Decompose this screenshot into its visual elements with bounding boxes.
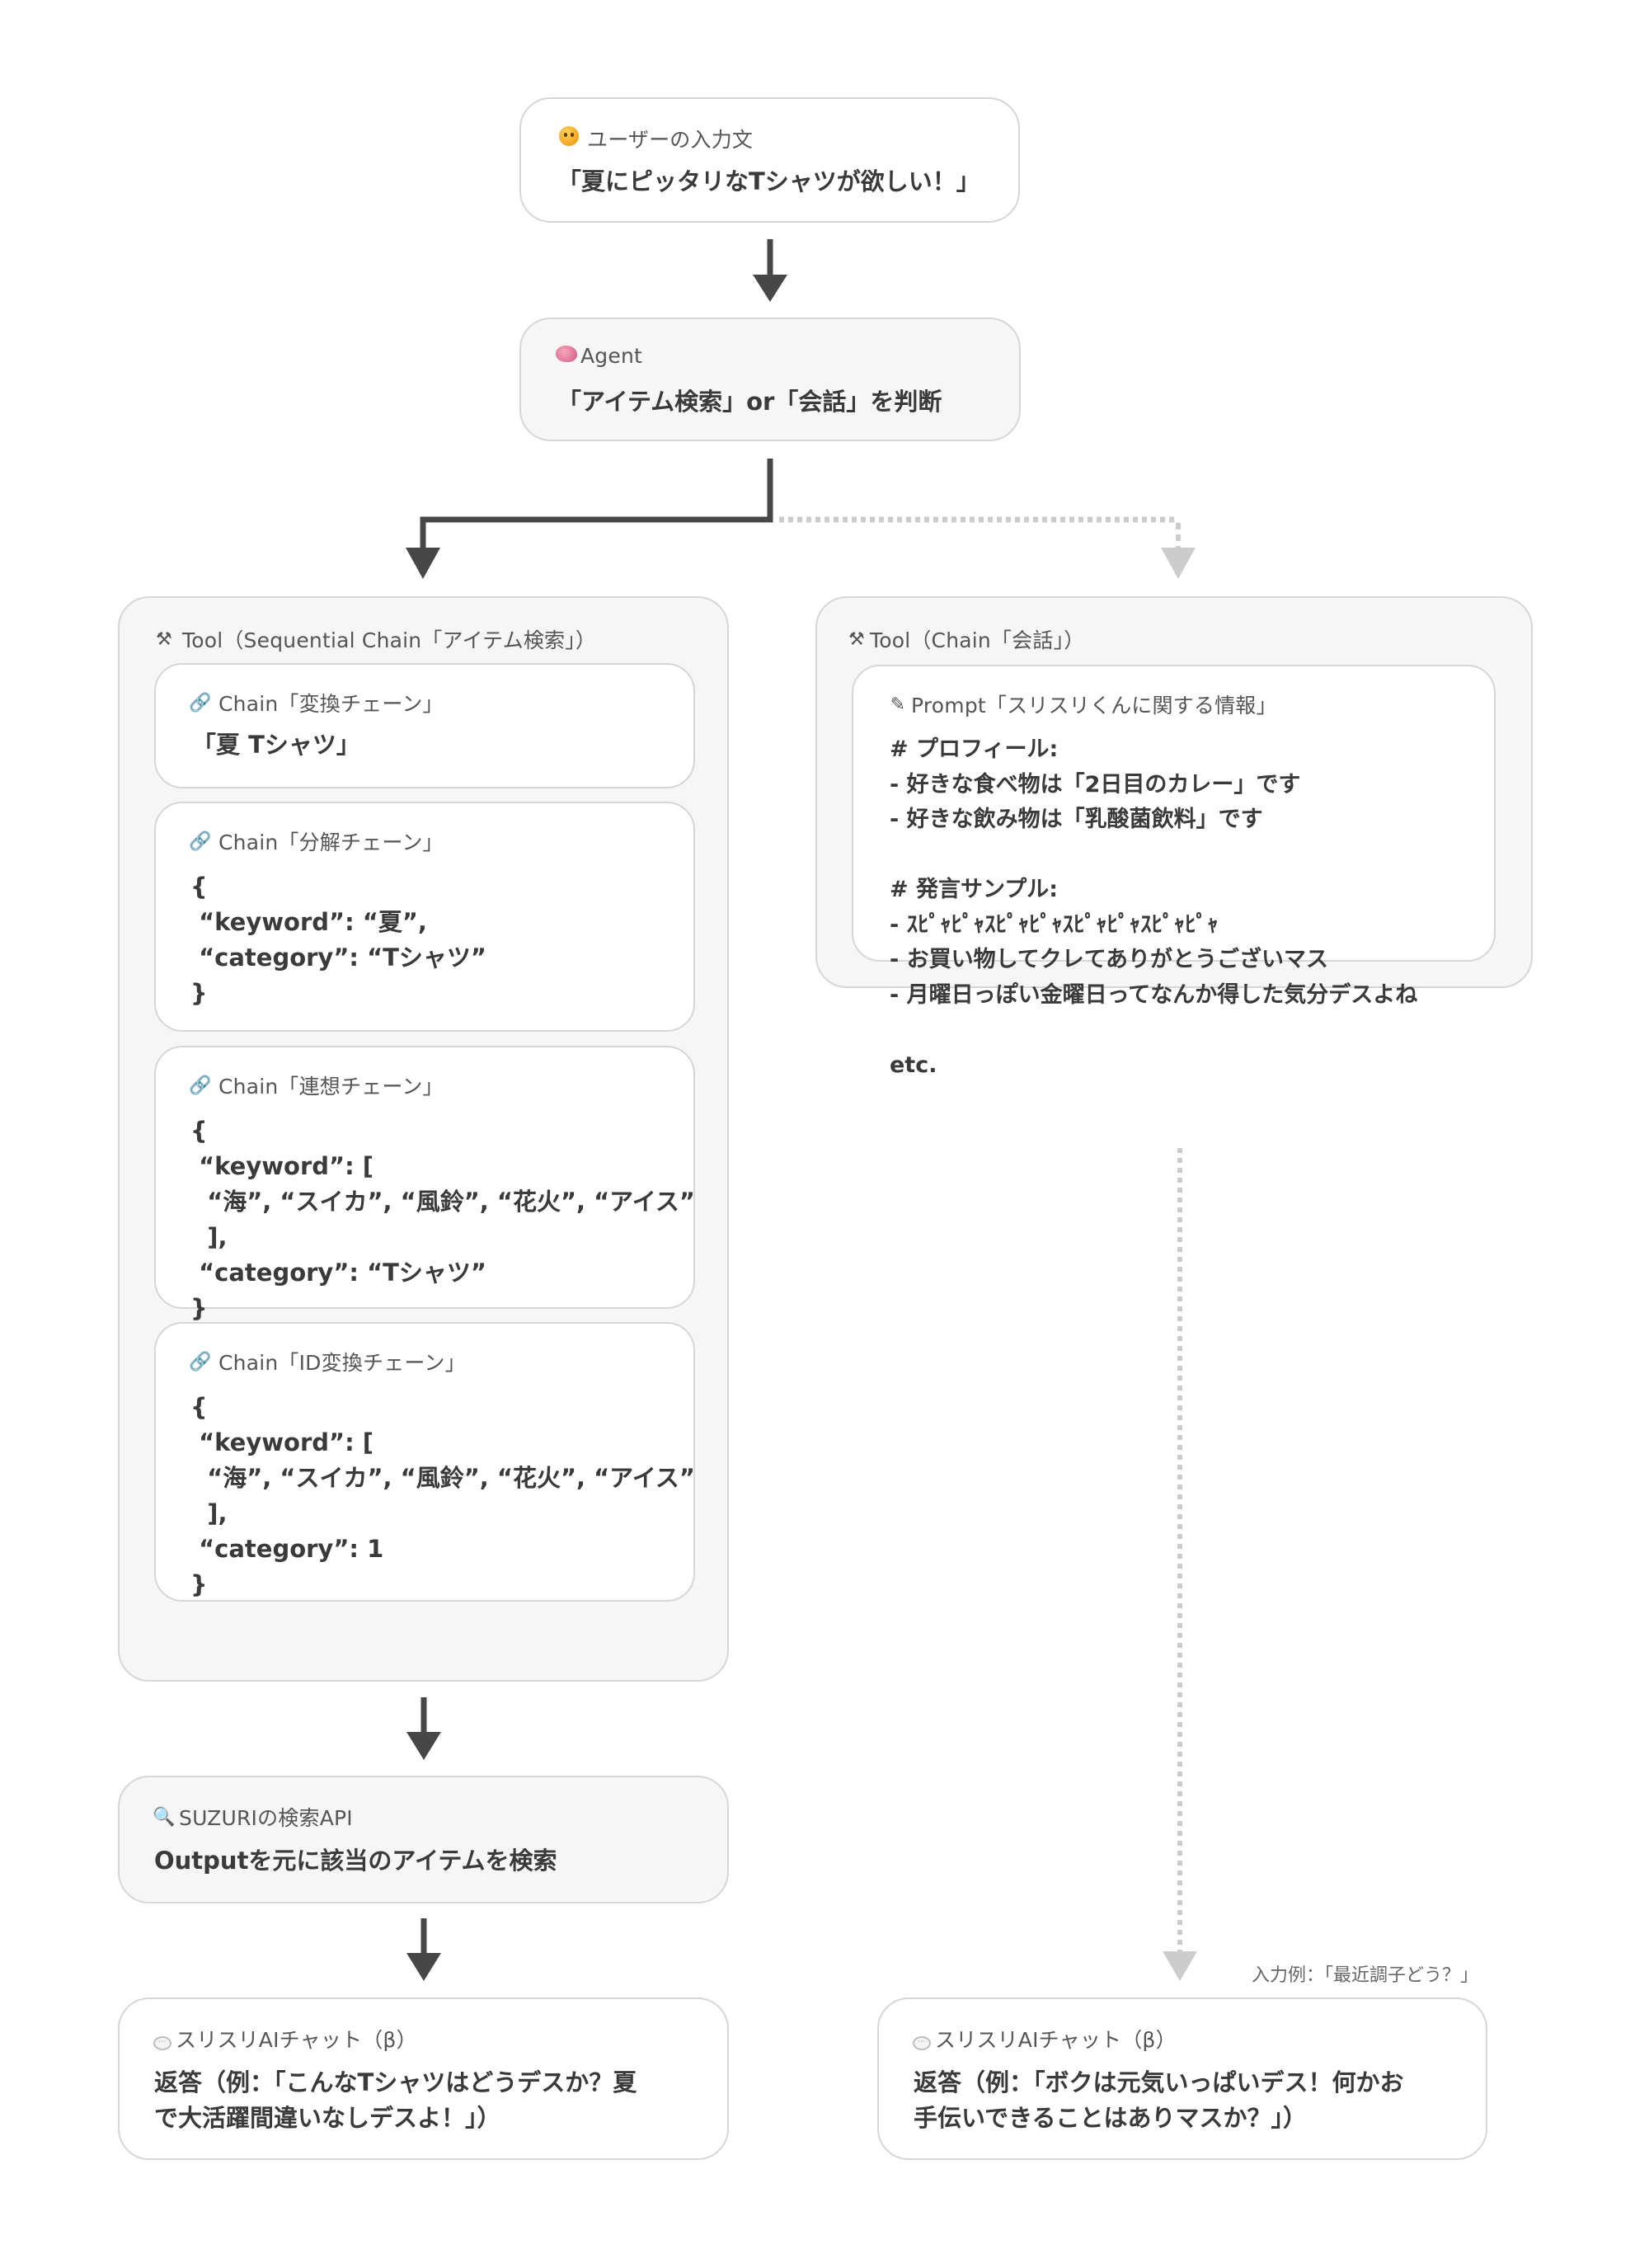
chain-decompose-header: 🔗 Chain「分解チェーン」 [189,826,444,856]
shushing-face-icon [557,126,580,151]
chain-associate-node: 🔗 Chain「連想チェーン」 { “keyword”: [ “海”, “スイカ… [154,1046,695,1322]
chain-decompose-label: Chain「分解チェーン」 [218,831,444,854]
chat-result-talk-label: スリスリAIチャット（β） [935,2028,1177,2052]
search-tool-header: ⚒ Tool（Sequential Chain「アイテム検索」） [153,624,596,654]
agent-node: Agent 「アイテム検索」or「会話」を判断 [519,318,1021,441]
chain-convert-node: 🔗 Chain「変換チェーン」 「夏 Tシャツ」 [154,663,695,788]
chain-convert-label: Chain「変換チェーン」 [218,692,444,716]
chain-associate-label: Chain「連想チェーン」 [218,1075,444,1099]
search-tool-label: Tool（Sequential Chain「アイテム検索」） [182,628,597,652]
chat-result-search-header: ··· スリスリAIチャット（β） [153,2024,417,2054]
chat-tool-label: Tool（Chain「会話」） [870,628,1085,652]
chain-id-convert-label: Chain「ID変換チェーン」 [218,1351,466,1375]
prompt-text: # プロフィール: - 好きな食べ物は「2日目のカレー」です - 好きな飲み物は… [890,736,1418,1078]
chat-tool-header: ⚒ Tool（Chain「会話」） [845,624,1084,654]
chain-decompose-text: { “keyword”: “夏”, “category”: “Tシャツ” } [190,873,486,1007]
link-icon: 🔗 [189,692,212,713]
arrow-search-tool-to-api [406,1697,441,1760]
prompt-node: ✎ Prompt「スリスリくんに関する情報」 # プロフィール: - 好きな食べ… [852,665,1496,1078]
chain-id-convert-text: { “keyword”: [ “海”, “スイカ”, “風鈴”, “花火”, “… [190,1393,695,1598]
arrow-api-to-chat-result [406,1918,441,1981]
chain-decompose-node: 🔗 Chain「分解チェーン」 { “keyword”: “夏”, “categ… [154,802,695,1032]
prompt-label: Prompt「スリスリくんに関する情報」 [911,694,1277,718]
chain-id-convert-node: 🔗 Chain「ID変換チェーン」 { “keyword”: [ “海”, “ス… [154,1322,695,1602]
search-api-node: 🔍 SUZURIの検索API Outputを元に該当のアイテムを検索 [118,1776,729,1903]
user-input-text: 「夏にピッタリなTシャツが欲しい！」 [557,167,980,195]
chain-convert-header: 🔗 Chain「変換チェーン」 [189,688,444,718]
hammer-wrench-icon: ⚒ [848,628,865,650]
search-api-text: Outputを元に該当のアイテムを検索 [154,1847,557,1875]
chain-id-convert-header: 🔗 Chain「ID変換チェーン」 [189,1347,466,1376]
chain-associate-text: { “keyword”: [ “海”, “スイカ”, “風鈴”, “花火”, “… [190,1117,695,1322]
user-input-label: ユーザーの入力文 [587,128,754,152]
link-icon: 🔗 [189,1075,212,1096]
arrow-chat-tool-to-chat-result [1163,1148,1197,1981]
arrow-agent-to-chat-tool [779,516,1196,579]
user-input-header: ユーザーの入力文 [557,124,753,153]
magnifier-icon: 🔍 [153,1806,176,1828]
chat-result-search-text: 返答（例：「こんなTシャツはどうデスか？夏 で大活躍間違いなしデスよ！」） [154,2068,637,2132]
search-api-header: 🔍 SUZURIの検索API [153,1802,353,1832]
prompt-header: ✎ Prompt「スリスリくんに関する情報」 [886,689,1277,719]
input-example-caption: 入力例：「最近調子どう？」 [1252,1965,1479,1986]
chat-result-talk-node: ··· スリスリAIチャット（β） 返答（例：「ボクは元気いっぱいデス！何かお … [877,1997,1487,2160]
pen-icon: ✎ [890,694,906,715]
link-icon: 🔗 [189,1351,212,1372]
hammer-wrench-icon: ⚒ [156,628,172,650]
chat-result-talk-header: ··· スリスリAIチャット（β） [912,2024,1177,2054]
agent-header: Agent [556,344,642,368]
chat-result-talk-text: 返答（例：「ボクは元気いっぱいデス！何かお 手伝いできることはありマスか？」） [914,2068,1404,2132]
search-api-label: SUZURIの検索API [179,1806,353,1830]
user-input-node: ユーザーの入力文 「夏にピッタリなTシャツが欲しい！」 [519,97,1020,223]
chain-convert-text: 「夏 Tシャツ」 [192,731,360,759]
link-icon: 🔗 [189,831,212,852]
arrow-user-to-agent [753,239,787,302]
speech-bubble-icon: ··· [912,2028,932,2050]
brain-icon [556,345,577,367]
agent-text: 「アイテム検索」or「会話」を判断 [557,388,942,416]
chat-result-search-node: ··· スリスリAIチャット（β） 返答（例：「こんなTシャツはどうデスか？夏 … [118,1997,729,2160]
agent-label: Agent [580,344,642,368]
speech-bubble-icon: ··· [153,2028,172,2050]
chat-result-search-label: スリスリAIチャット（β） [176,2028,417,2052]
arrow-agent-to-search-tool [406,459,773,579]
chain-associate-header: 🔗 Chain「連想チェーン」 [189,1070,444,1100]
